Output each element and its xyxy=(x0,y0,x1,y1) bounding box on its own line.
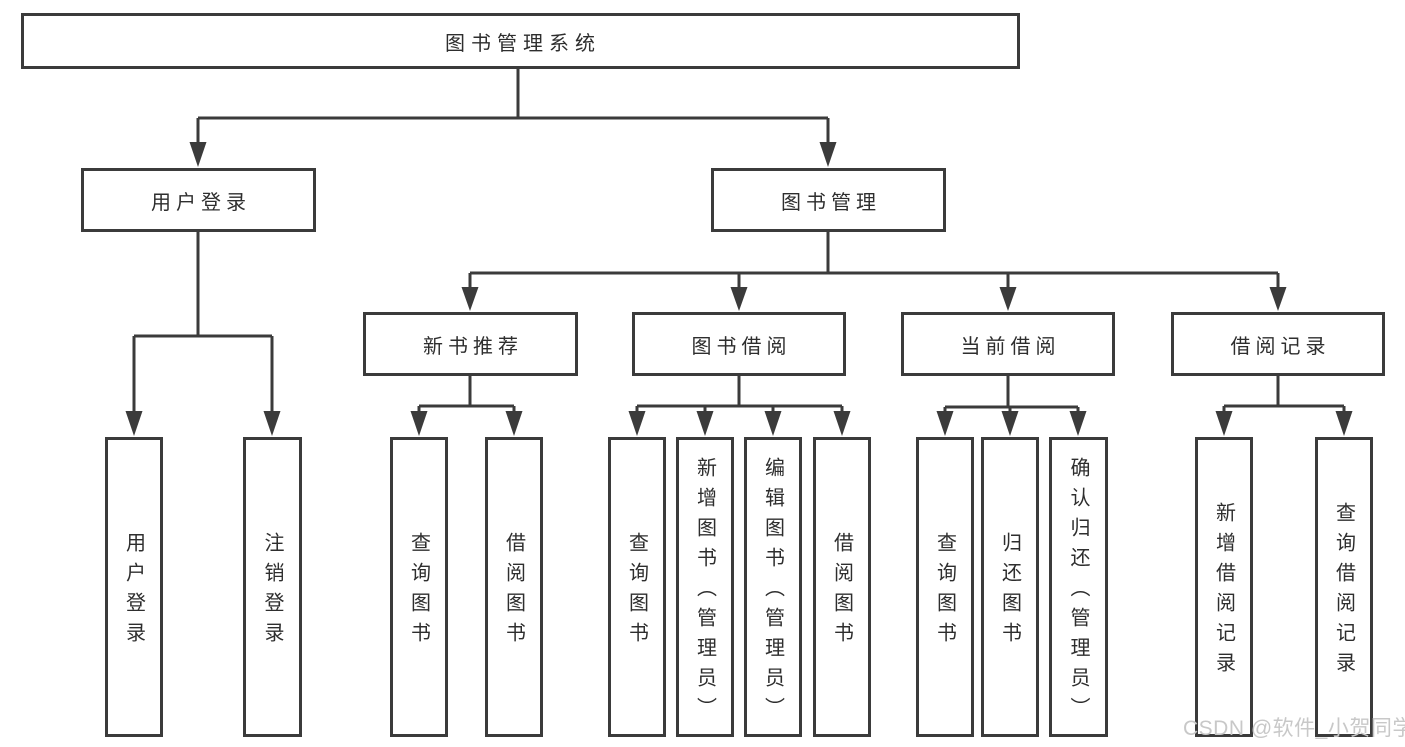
arrowheads xyxy=(125,142,1353,436)
node-cb-return: 归还图书 xyxy=(981,437,1039,737)
node-book-mgmt: 图书管理 xyxy=(711,168,946,232)
node-bb-add: 新增图书（管理员） xyxy=(676,437,734,737)
node-bb-borrow: 借阅图书 xyxy=(813,437,871,737)
node-login: 用户登录 xyxy=(105,437,163,737)
node-root: 图书管理系统 xyxy=(21,13,1020,69)
node-bb-query: 查询图书 xyxy=(608,437,666,737)
node-book-borrow: 图书借阅 xyxy=(632,312,846,376)
node-cb-confirm: 确认归还（管理员） xyxy=(1049,437,1108,737)
node-br-query: 查询借阅记录 xyxy=(1315,437,1373,737)
node-bb-edit: 编辑图书（管理员） xyxy=(744,437,802,737)
watermark-text: CSDN @软件_小贺同学 xyxy=(1183,717,1405,740)
node-nbr-query: 查询图书 xyxy=(390,437,448,737)
node-current-borrow: 当前借阅 xyxy=(901,312,1115,376)
node-new-book-rec: 新书推荐 xyxy=(363,312,578,376)
node-logout: 注销登录 xyxy=(243,437,302,737)
node-cb-query: 查询图书 xyxy=(916,437,974,737)
node-user-login: 用户登录 xyxy=(81,168,316,232)
node-nbr-borrow: 借阅图书 xyxy=(485,437,543,737)
node-borrow-records: 借阅记录 xyxy=(1171,312,1385,376)
node-br-add: 新增借阅记录 xyxy=(1195,437,1253,737)
